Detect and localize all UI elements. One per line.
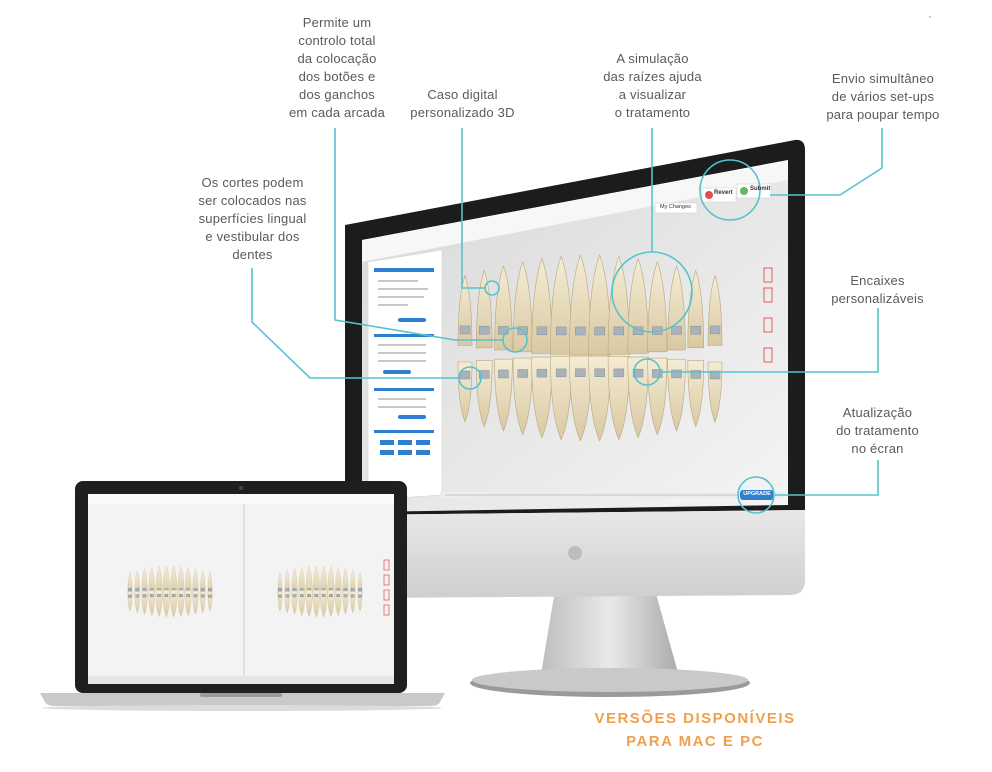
bracket xyxy=(498,369,509,379)
callout-lines xyxy=(251,128,883,514)
bracket xyxy=(150,594,154,598)
bracket xyxy=(350,588,355,592)
bracket xyxy=(307,594,311,597)
upgrade-button-shape xyxy=(740,490,774,500)
bracket xyxy=(135,594,140,598)
bracket xyxy=(536,368,548,378)
callout-digital-case: Caso digital personalizado 3D xyxy=(410,87,515,120)
bracket xyxy=(358,594,362,598)
bracket xyxy=(343,594,348,598)
bracket xyxy=(171,593,176,597)
bracket xyxy=(555,368,567,378)
callout-roots-simulation: A simulação das raízes ajuda a visualiza… xyxy=(603,51,702,120)
my-changes-dropdown[interactable]: My Changes xyxy=(660,204,691,210)
bracket xyxy=(193,588,198,592)
bracket xyxy=(164,593,169,597)
bracket xyxy=(594,368,605,377)
availability-line-2: PARA MAC E PC xyxy=(626,733,764,750)
laptop xyxy=(40,481,445,711)
bracket xyxy=(536,326,548,336)
bracket xyxy=(208,594,212,598)
submit-button[interactable]: Submit xyxy=(750,186,771,192)
bracket xyxy=(278,594,282,598)
bracket xyxy=(632,368,644,378)
bracket xyxy=(479,325,490,335)
bracket xyxy=(128,594,132,598)
bracket xyxy=(479,370,490,379)
bracket xyxy=(709,370,721,380)
callout-treatment-update: Atualização do tratamento no écran xyxy=(836,405,919,456)
bracket xyxy=(200,588,205,592)
laptop-teeth-left xyxy=(127,565,213,618)
bracket xyxy=(575,368,586,377)
bracket xyxy=(314,593,319,597)
bracket xyxy=(671,369,682,379)
bracket xyxy=(343,588,348,592)
apple-logo-icon xyxy=(568,546,582,560)
bracket xyxy=(186,594,190,598)
bracket xyxy=(292,594,297,598)
bracket xyxy=(690,325,701,335)
revert-icon xyxy=(705,191,713,199)
callout-cuts: Os cortes podem ser colocados nas superf… xyxy=(198,175,307,262)
callout-multiple-setups: Envio simultâneo de vários set-ups para … xyxy=(826,71,940,122)
callout-buttons-hooks: Permite um controlo total da colocação d… xyxy=(288,15,386,120)
revert-button[interactable]: Revert xyxy=(714,190,733,196)
bracket xyxy=(358,588,362,592)
bracket xyxy=(285,588,290,592)
upgrade-button[interactable]: UPGRADE xyxy=(743,491,771,497)
bracket xyxy=(652,369,663,378)
monitor-stand xyxy=(470,590,750,697)
bracket xyxy=(200,594,205,598)
callout-attachments: Encaixes personalizáveis xyxy=(831,273,924,306)
bracket xyxy=(142,588,147,592)
bracket xyxy=(671,326,682,335)
bracket xyxy=(278,588,282,592)
bracket xyxy=(709,325,721,335)
bracket xyxy=(555,326,567,336)
settings-panel xyxy=(367,249,443,501)
bracket xyxy=(128,588,132,592)
bracket xyxy=(179,594,183,597)
laptop-teeth-right xyxy=(277,565,363,618)
bracket xyxy=(321,593,326,597)
bracket xyxy=(517,369,528,378)
bracket xyxy=(594,326,605,336)
availability-line-1: VERSÕES DISPONÍVEIS xyxy=(594,710,796,727)
bracket xyxy=(575,326,586,336)
bracket xyxy=(350,594,355,598)
bracket xyxy=(690,370,701,379)
bracket xyxy=(459,325,471,335)
bracket xyxy=(329,594,333,597)
bracket xyxy=(336,594,340,598)
dental-arch-3d xyxy=(457,254,723,442)
bracket xyxy=(613,368,625,378)
bracket xyxy=(193,594,198,598)
bracket xyxy=(135,588,140,592)
bracket xyxy=(613,326,625,336)
bracket xyxy=(292,588,297,592)
bracket xyxy=(285,594,290,598)
bracket xyxy=(157,594,161,597)
submit-icon xyxy=(740,187,748,195)
bracket xyxy=(142,594,147,598)
bracket xyxy=(208,588,212,592)
bracket xyxy=(300,594,304,598)
